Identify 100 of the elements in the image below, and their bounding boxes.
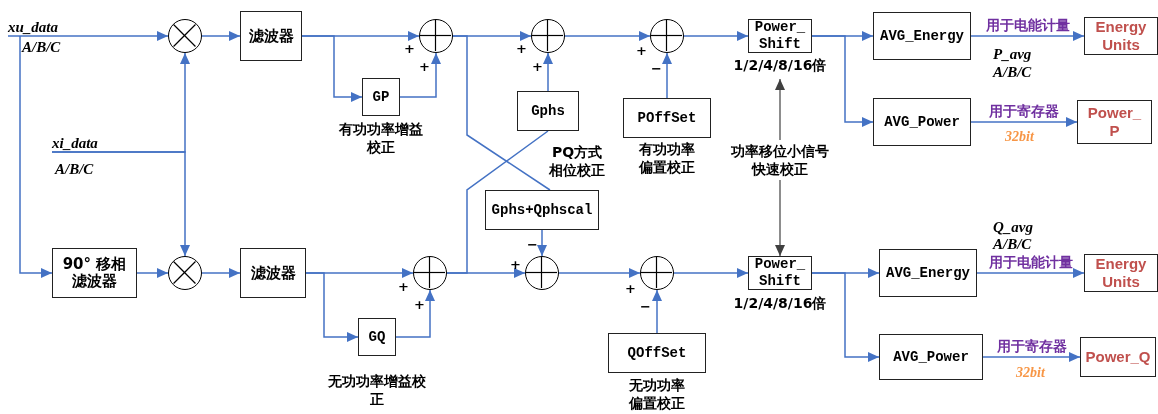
process-box <box>879 249 977 297</box>
summing-junction <box>525 256 559 290</box>
process-box <box>1084 254 1158 292</box>
multiplier-symbol <box>168 256 202 290</box>
text-label: A/B/C <box>993 235 1032 253</box>
box-label: POffSet <box>637 109 697 127</box>
summing-junction <box>413 256 447 290</box>
process-box <box>52 248 137 298</box>
box-label: Energy Units <box>1094 255 1148 291</box>
connector-line <box>446 130 549 274</box>
sign-label: + <box>404 42 415 55</box>
arrow <box>775 78 785 141</box>
arrow <box>673 268 749 278</box>
arrow <box>970 117 1078 127</box>
text-label: 32bit <box>1016 364 1045 382</box>
process-box <box>485 190 599 230</box>
multiplier-symbol <box>168 19 202 53</box>
caption-text: 无功功率偏置校正 <box>628 376 686 412</box>
arrow <box>982 352 1081 362</box>
arrow <box>543 52 553 92</box>
edge-label: 用于寄存器 <box>996 338 1067 354</box>
sign-label: + <box>398 280 409 293</box>
arrow <box>19 35 53 278</box>
box-label: Energy Units <box>1094 18 1148 54</box>
arrow <box>136 268 169 278</box>
summing-junction <box>640 256 674 290</box>
arrow <box>201 31 241 41</box>
box-label: AVG_Energy <box>886 264 970 282</box>
sign-label: + <box>510 258 521 271</box>
box-label: Power_ Shift <box>753 256 807 290</box>
process-box <box>362 78 400 116</box>
text-label: A/B/C <box>993 63 1032 81</box>
process-box <box>240 248 306 298</box>
sign-label: + <box>636 44 647 57</box>
edge-label: 用于电能计量 <box>985 17 1070 33</box>
sign-label: + <box>419 60 430 73</box>
process-box <box>873 12 971 60</box>
arrow <box>399 52 441 98</box>
box-label: Power_Q <box>1085 348 1151 366</box>
sign-label: − <box>640 300 651 313</box>
arrow <box>558 268 641 278</box>
arrow <box>662 52 672 99</box>
text-label: A/B/C <box>22 38 61 56</box>
text-label: 32bit <box>1005 128 1034 146</box>
box-label: Power_ Shift <box>753 19 807 53</box>
arrow <box>51 151 190 257</box>
box-label: QOffSet <box>627 344 687 362</box>
caption-text: 有功功率增益校正 <box>338 120 424 156</box>
arrow <box>395 289 435 338</box>
box-label: GP <box>372 88 390 106</box>
process-box <box>623 98 711 138</box>
arrow <box>305 272 359 342</box>
text-label: A/B/C <box>55 160 94 178</box>
sign-label: + <box>532 60 543 73</box>
process-box <box>873 98 971 146</box>
sign-label: + <box>625 282 636 295</box>
sign-label: + <box>516 42 527 55</box>
box-label: AVG_Power <box>884 113 960 131</box>
sign-label: + <box>414 298 425 311</box>
box-label: Gphs <box>531 102 565 120</box>
sign-label: − <box>527 238 538 251</box>
arrow <box>652 289 662 334</box>
box-label: Gphs+Qphscal <box>491 201 593 219</box>
arrow <box>564 31 651 41</box>
text-label: Q_avg <box>993 218 1033 236</box>
summing-junction <box>650 19 684 53</box>
process-box <box>1077 100 1152 144</box>
box-label: AVG_Energy <box>880 27 964 45</box>
process-box <box>1080 337 1156 377</box>
box-label: 90° 移相滤波器 <box>61 256 128 290</box>
connector-line <box>452 35 551 191</box>
arrow <box>811 35 874 127</box>
edge-label: 用于寄存器 <box>989 103 1059 119</box>
text-label: P_avg <box>993 45 1032 63</box>
caption-text: 1/2/4/8/16倍 <box>732 294 828 312</box>
signal-label: xu_data <box>8 17 78 36</box>
arrow <box>683 31 749 41</box>
arrow <box>201 268 241 278</box>
summing-junction <box>419 19 453 53</box>
arrow <box>970 31 1085 41</box>
process-box <box>1084 17 1158 55</box>
sign-label: − <box>651 62 662 75</box>
process-box <box>879 334 983 380</box>
process-box <box>240 11 302 61</box>
arrow <box>775 179 785 257</box>
process-box <box>517 91 579 131</box>
arrow <box>811 272 880 362</box>
process-box <box>608 333 706 373</box>
arrow <box>976 268 1085 278</box>
box-label: GQ <box>368 328 386 346</box>
box-label: Power_ P <box>1086 104 1143 140</box>
text-label: PQ方式相位校正 <box>548 143 606 179</box>
process-box <box>358 318 396 356</box>
edge-label: 用于电能计量 <box>988 254 1073 270</box>
summing-junction <box>531 19 565 53</box>
box-label: 滤波器 <box>248 27 294 45</box>
note-text: 功率移位小信号快速校正 <box>725 140 835 180</box>
signal-label: xi_data <box>52 133 122 152</box>
arrow <box>537 229 547 257</box>
caption-text: 无功功率增益校正 <box>327 372 427 408</box>
